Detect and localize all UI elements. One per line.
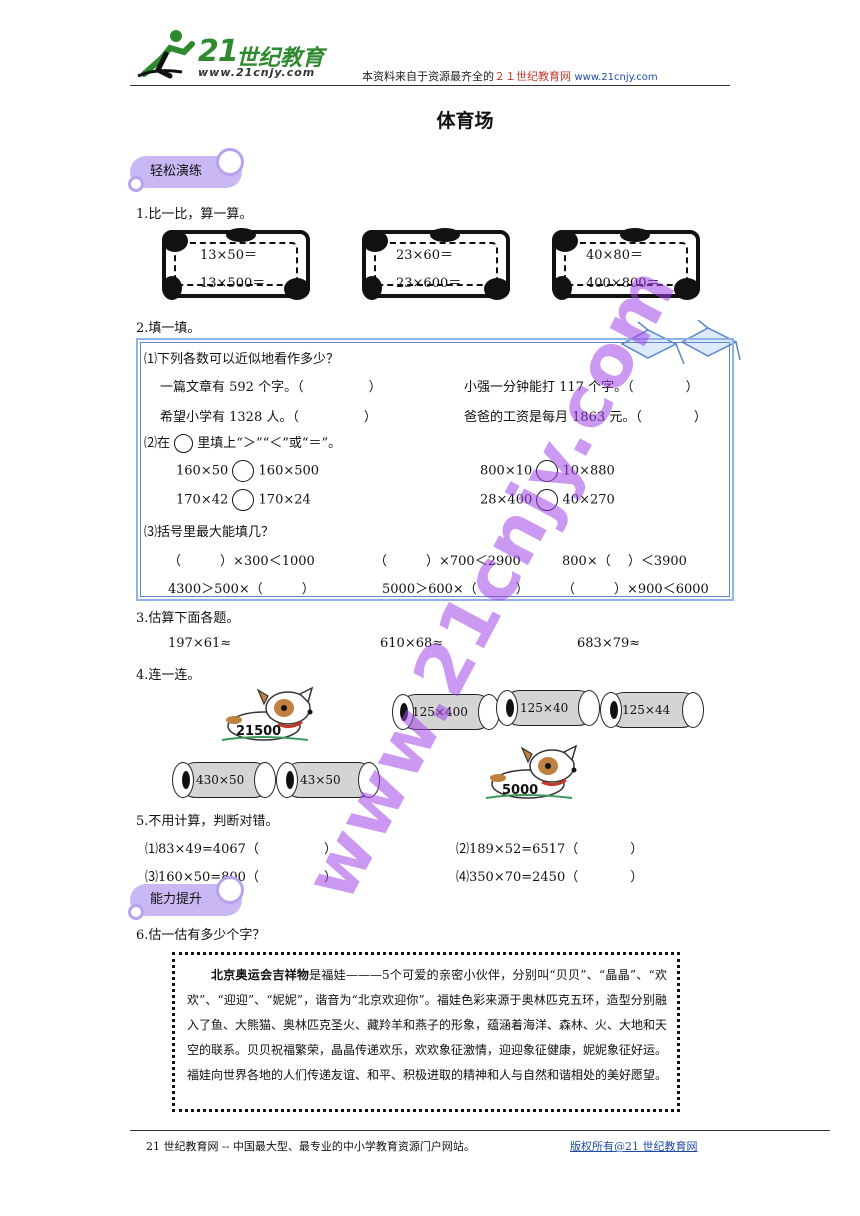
q1-expr: 13×50＝ xyxy=(200,248,257,263)
cow-box: 13×50＝ 13×500＝ xyxy=(162,228,310,300)
q2-compare-row: 160×50 160×500 xyxy=(176,460,319,482)
q3-item: 683×79≈ xyxy=(577,636,641,651)
bone-card[interactable]: 43×50 xyxy=(276,760,380,800)
page-title: 体育场 xyxy=(436,110,494,132)
bone-card[interactable]: 125×40 xyxy=(496,688,600,728)
footer-text: 21 世纪教育网 -- 中国最大型、最专业的中小学教育资源门户网站。 xyxy=(146,1140,475,1153)
bone-card[interactable]: 430×50 xyxy=(172,760,276,800)
footer-copyright-link[interactable]: 版权所有@21 世纪教育网 xyxy=(570,1140,698,1153)
bone-card[interactable]: 125×400 xyxy=(392,692,500,732)
passage-body: 是福娃———5个可爱的亲密小伙伴，分别叫“贝贝”、“晶晶”、“欢欢”、“迎迎”、… xyxy=(187,968,668,1082)
q3-title: 3.估算下面各题。 xyxy=(136,611,240,626)
dog-card[interactable]: 5000 xyxy=(482,744,590,804)
compare-circle-icon xyxy=(174,434,194,453)
q2-part1-item: 爸爸的工资是每月 1863 元。（ ） xyxy=(464,410,707,425)
header-notice: 本资料来自于资源最齐全的２１世纪教育网 www.21cnjy.com xyxy=(362,70,658,83)
q5-item: ⑵189×52=6517（ ） xyxy=(456,842,644,857)
cow-box: 40×80＝ 400×800＝ xyxy=(552,228,700,300)
q3-item: 197×61≈ xyxy=(168,636,232,651)
decor-circle xyxy=(216,876,244,904)
footer-rule xyxy=(130,1130,830,1131)
q5-item: ⑷350×70=2450（ ） xyxy=(456,870,644,885)
header: 21 世纪教育 www.21cnjy.com 本资料来自于资源最齐全的２１世纪教… xyxy=(130,20,730,86)
q2-part3-item: 800×（ ）＜3900 xyxy=(562,554,687,569)
q5-title: 5.不用计算，判断对错。 xyxy=(136,814,279,829)
passage-box: 北京奥运会吉祥物是福娃———5个可爱的亲密小伙伴，分别叫“贝贝”、“晶晶”、“欢… xyxy=(172,952,680,1112)
q1-expr: 13×500＝ xyxy=(200,276,266,291)
q2-part3-item: （ ）×700＜2900 xyxy=(374,554,521,569)
q4-title: 4.连一连。 xyxy=(136,668,201,683)
q2-title: 2.填一填。 xyxy=(136,321,201,336)
q2-compare-row: 800×10 10×880 xyxy=(480,460,615,482)
bone-label: 430×50 xyxy=(196,773,245,787)
q1-title: 1.比一比，算一算。 xyxy=(136,207,253,222)
q2-compare-row: 170×42 170×24 xyxy=(176,489,311,511)
logo-text: 世纪教育 xyxy=(236,46,325,71)
compare-blank[interactable] xyxy=(536,489,559,511)
runner-logo-icon xyxy=(137,30,195,79)
decor-circle xyxy=(128,176,144,192)
bone-label: 43×50 xyxy=(300,773,341,787)
q2-part3-item: （ ）×300＜1000 xyxy=(168,554,315,569)
decor-circle xyxy=(216,148,244,176)
q2-part3-item: 4300＞500×（ ） xyxy=(168,582,315,597)
dog-icon xyxy=(221,686,314,741)
passage-text: 北京奥运会吉祥物是福娃———5个可爱的亲密小伙伴，分别叫“贝贝”、“晶晶”、“欢… xyxy=(187,963,667,1088)
q3-item: 610×68≈ xyxy=(380,636,444,651)
dog-number: 5000 xyxy=(502,783,539,798)
bone-label: 125×40 xyxy=(520,701,569,715)
q1-expr: 23×600＝ xyxy=(396,276,462,291)
q2-part1-title: ⑴下列各数可以近似地看作多少？ xyxy=(144,352,340,367)
bone-label: 125×400 xyxy=(412,705,468,719)
q1-expr: 40×80＝ xyxy=(586,248,643,263)
q2-part1-item: 希望小学有 1328 人。（ ） xyxy=(160,410,377,425)
logo-number: 21 xyxy=(198,34,239,69)
q6-title: 6.估一估有多少个字？ xyxy=(136,928,266,943)
q2-compare-row: 28×400 40×270 xyxy=(480,489,615,511)
q5-item: ⑶160×50=800（ ） xyxy=(145,870,337,885)
q2-part3-title: ⑶括号里最大能填几？ xyxy=(144,525,275,540)
bone-label: 125×44 xyxy=(622,703,671,717)
compare-blank[interactable] xyxy=(232,489,255,511)
cow-box: 23×60＝ 23×600＝ xyxy=(362,228,510,300)
dog-icon xyxy=(485,744,578,799)
q1-expr: 23×60＝ xyxy=(396,248,453,263)
decor-circle xyxy=(128,904,144,920)
compare-blank[interactable] xyxy=(232,460,255,482)
header-rule xyxy=(130,85,730,86)
q5-item: ⑴83×49=4067（ ） xyxy=(145,842,337,857)
section-advanced: 能力提升 xyxy=(128,876,260,921)
q2-part2-title: ⑵在 里填上“＞”“＜”或“＝”。 xyxy=(144,434,342,453)
compare-blank[interactable] xyxy=(536,460,559,482)
header-url[interactable]: www.21cnjy.com xyxy=(574,72,658,83)
logo-url: www.21cnjy.com xyxy=(198,66,316,79)
q2-part3-item: 5000＞600×（ ） xyxy=(382,582,529,597)
bone-card[interactable]: 125×44 xyxy=(600,690,704,730)
dog-number: 21500 xyxy=(236,724,282,739)
q2-frame: ⑴下列各数可以近似地看作多少？ 一篇文章有 592 个字。（ ） 小强一分钟能打… xyxy=(136,338,734,601)
q2-part3-item: （ ）×900＜6000 xyxy=(562,582,709,597)
passage-lead: 北京奥运会吉祥物 xyxy=(211,968,310,982)
dog-card[interactable]: 21500 xyxy=(218,686,326,746)
section-easy: 轻松演练 xyxy=(128,148,260,193)
header-site-name: ２１世纪教育网 xyxy=(494,70,571,83)
q2-part1-item: 小强一分钟能打 117 个字。（ ） xyxy=(464,380,699,395)
q2-part1-item: 一篇文章有 592 个字。（ ） xyxy=(160,380,382,395)
q1-expr: 400×800＝ xyxy=(586,276,660,291)
